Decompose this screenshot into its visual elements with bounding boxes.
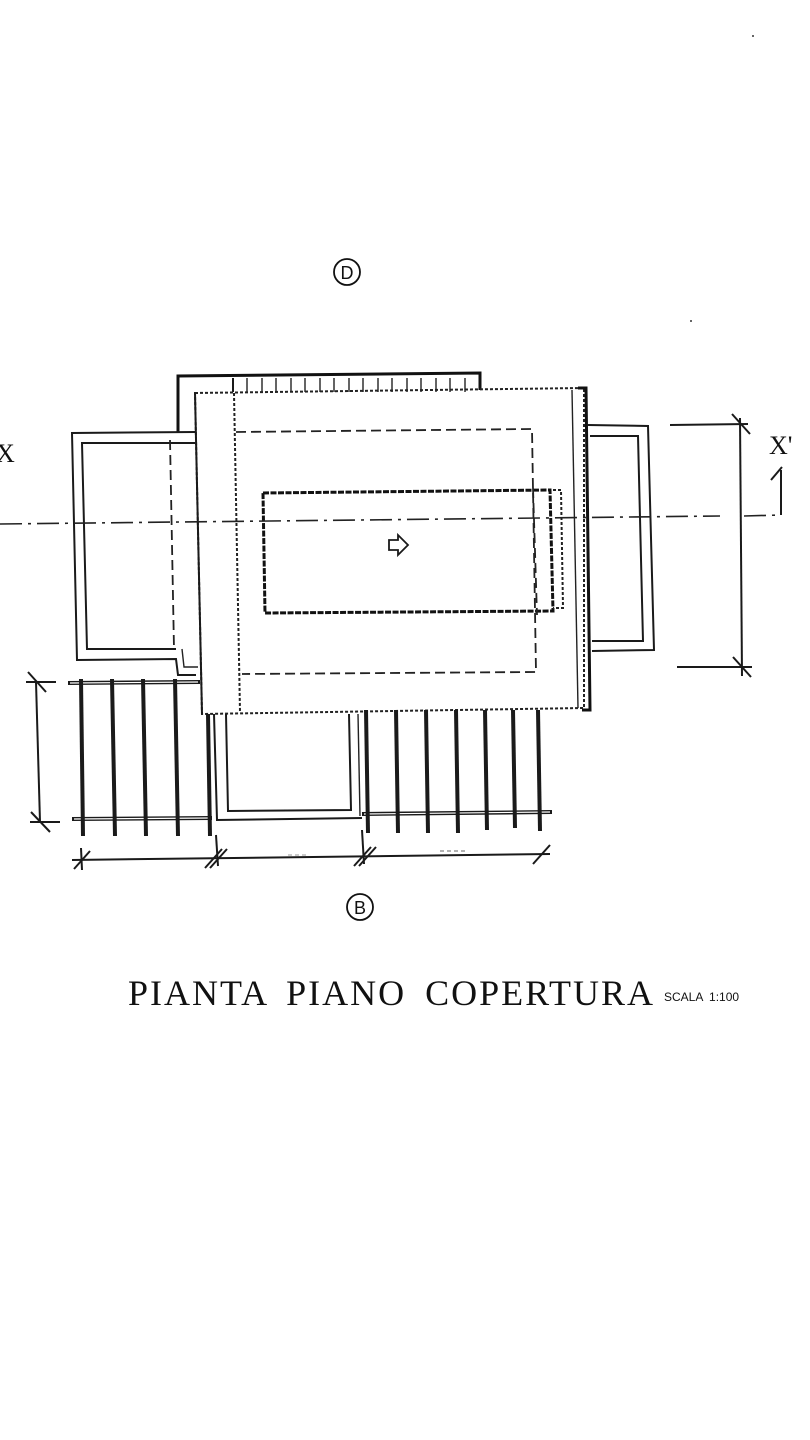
grid-label-d: D (333, 258, 361, 286)
right-pergola (361, 709, 553, 834)
dimension-tick-icon (204, 848, 228, 869)
dimension-tick-icon (73, 850, 91, 870)
grid-label-b-text: B (354, 898, 366, 918)
right-wing (587, 424, 656, 652)
drawing-title: PIANTA PIANO COPERTURA (128, 973, 655, 1013)
dimension-tick-icon (27, 671, 47, 693)
left-wing (70, 431, 198, 676)
dimension-tick-icon (731, 413, 751, 435)
dimension-tick-icon (732, 656, 752, 678)
section-label-left: X (0, 439, 15, 468)
central-bay (213, 713, 363, 822)
grid-label-b: B (346, 893, 374, 921)
section-label-right: X' (769, 431, 792, 460)
scan-speck (752, 35, 754, 37)
section-cut-line (0, 466, 783, 525)
dimension-tick-icon (532, 844, 551, 865)
top-gutter-strip (176, 371, 482, 432)
dimension-tick-icon (30, 811, 51, 833)
inner-dashed-outline (235, 428, 537, 675)
left-dimension (26, 671, 60, 833)
skylight-box (261, 487, 565, 616)
grid-label-d-text: D (341, 263, 354, 283)
bottom-dimension (71, 829, 551, 871)
dimension-tick-icon (353, 846, 377, 867)
drawing-scale: SCALA 1:100 (664, 990, 740, 1004)
right-dimension (669, 413, 752, 678)
scan-speck (690, 320, 692, 322)
flow-arrow-icon (388, 532, 410, 558)
left-pergola (67, 678, 213, 837)
main-roof-slab (193, 386, 592, 716)
